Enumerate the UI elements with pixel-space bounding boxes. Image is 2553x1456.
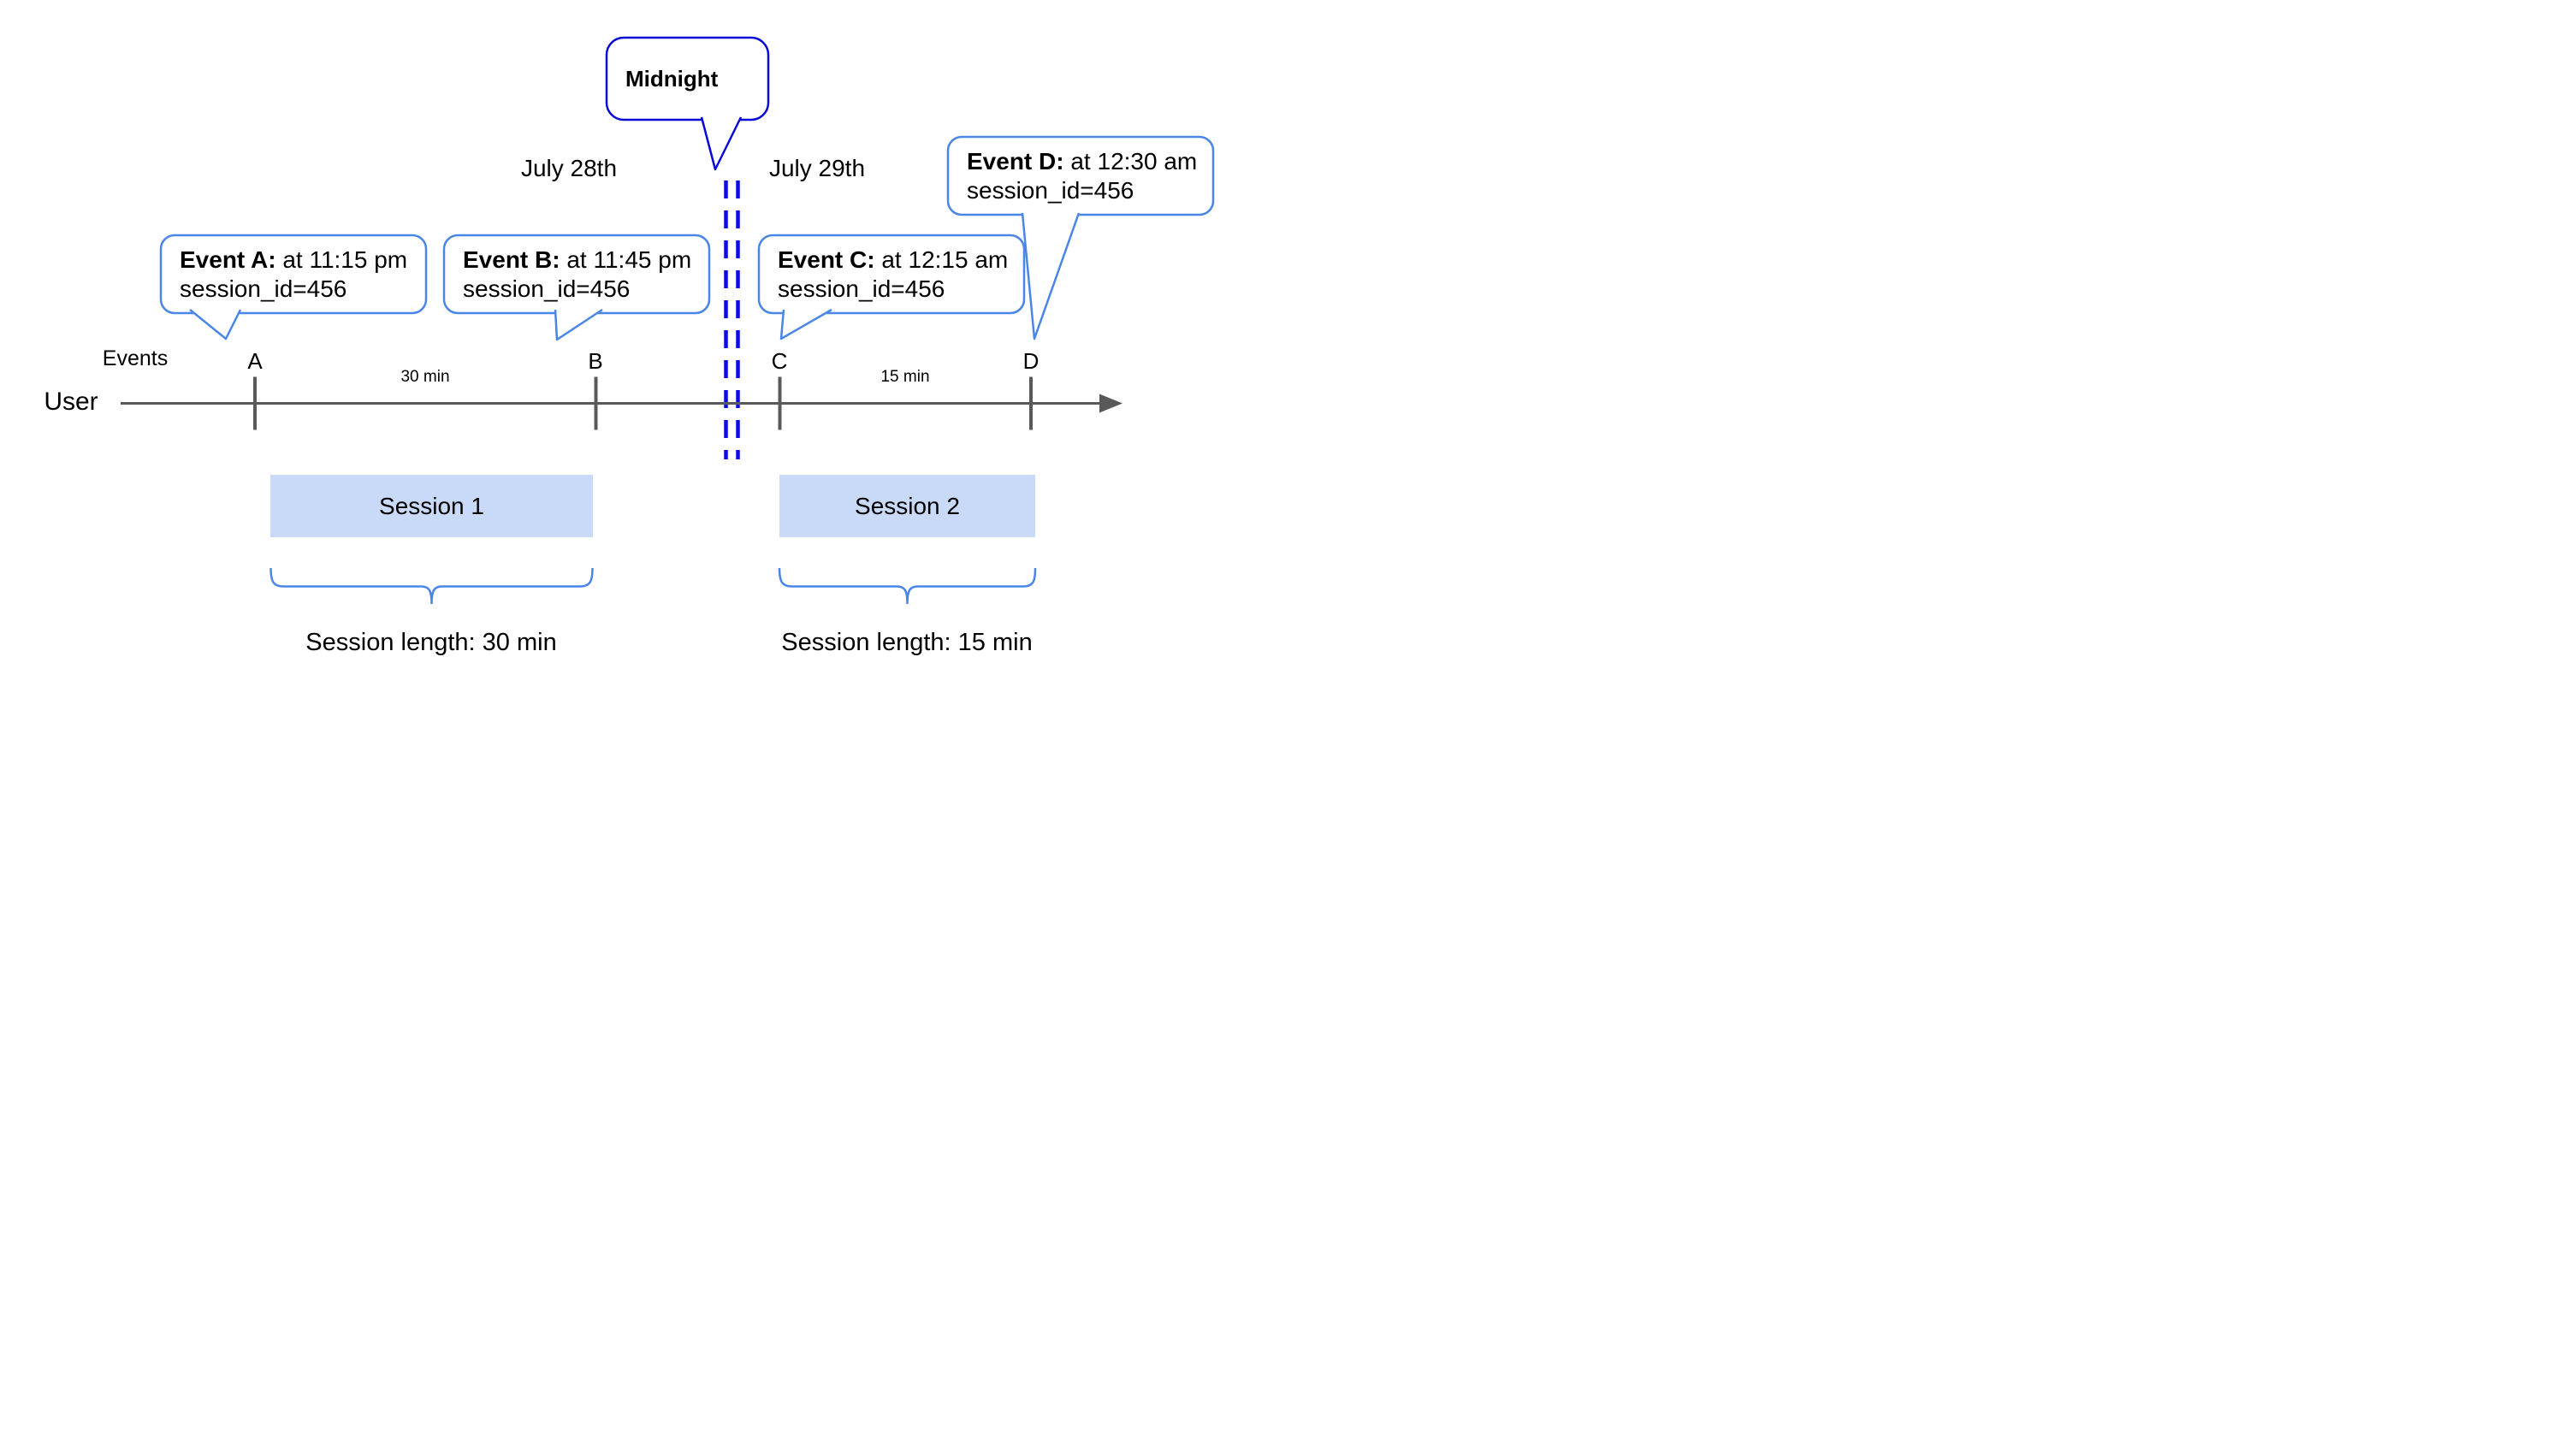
shape-layer [121, 36, 1215, 605]
event-b-name: Event B: [463, 246, 560, 273]
event-d-callout-bubble [946, 135, 1215, 216]
event-b-time: at 11:45 pm [566, 246, 692, 273]
event-a-callout-bubble [159, 234, 428, 315]
tick-letter-d: D [1022, 348, 1040, 374]
session-1-box: Session 1 [270, 475, 593, 537]
event-c-session-id: session_id=456 [778, 275, 945, 302]
event-a-callout-tail [189, 309, 242, 340]
event-c-line1: Event C: at 12:15 am [778, 246, 1019, 275]
axis-label-user: User [44, 388, 98, 416]
event-a-name: Event A: [180, 246, 276, 273]
diagram-canvas: July 28th July 29th Midnight Event A: at… [0, 0, 1276, 728]
session-1-label: Session 1 [379, 492, 484, 519]
event-b-line1: Event B: at 11:45 pm [463, 246, 704, 275]
session-2-length-label: Session length: 15 min [781, 629, 1033, 656]
event-d-callout-text: Event D: at 12:30 am session_id=456 [948, 137, 1213, 215]
event-c-callout-bubble [757, 234, 1026, 315]
session-2-brace [778, 567, 1037, 605]
event-b-callout-tail [554, 308, 603, 341]
midnight-label: Midnight [625, 65, 719, 92]
tick-letter-c: C [771, 348, 788, 374]
event-c-callout-tail [779, 308, 832, 340]
tick-letter-a: A [247, 348, 263, 374]
session-1-brace [270, 567, 594, 605]
event-d-line1: Event D: at 12:30 am [967, 147, 1208, 176]
event-d-time: at 12:30 am [1070, 147, 1198, 175]
event-d-name: Event D: [967, 147, 1064, 175]
timeline-arrowhead-icon [1099, 394, 1122, 413]
date-label-july-28: July 28th [520, 155, 618, 181]
axis-label-events: Events [102, 346, 169, 370]
session-1-length-label: Session length: 30 min [305, 629, 557, 656]
tick-letter-b: B [588, 348, 603, 374]
event-a-callout-text: Event A: at 11:15 pm session_id=456 [161, 235, 426, 313]
session-2-label: Session 2 [855, 492, 960, 519]
event-a-line1: Event A: at 11:15 pm [180, 246, 421, 275]
interval-label-30-min: 30 min [400, 368, 450, 386]
event-b-callout-text: Event B: at 11:45 pm session_id=456 [444, 235, 709, 313]
event-c-name: Event C: [778, 246, 875, 273]
interval-label-15-min: 15 min [880, 368, 930, 386]
event-d-callout-tail [1021, 212, 1081, 340]
midnight-callout-bubble [605, 36, 770, 121]
event-c-callout-text: Event C: at 12:15 am session_id=456 [759, 235, 1024, 313]
date-label-july-29: July 29th [768, 155, 866, 181]
event-a-session-id: session_id=456 [180, 275, 347, 302]
session-2-box: Session 2 [779, 475, 1035, 537]
event-a-time: at 11:15 pm [282, 246, 408, 273]
event-c-time: at 12:15 am [881, 246, 1009, 273]
event-d-session-id: session_id=456 [967, 176, 1134, 204]
event-b-session-id: session_id=456 [463, 275, 631, 302]
midnight-callout-tail [700, 116, 743, 171]
